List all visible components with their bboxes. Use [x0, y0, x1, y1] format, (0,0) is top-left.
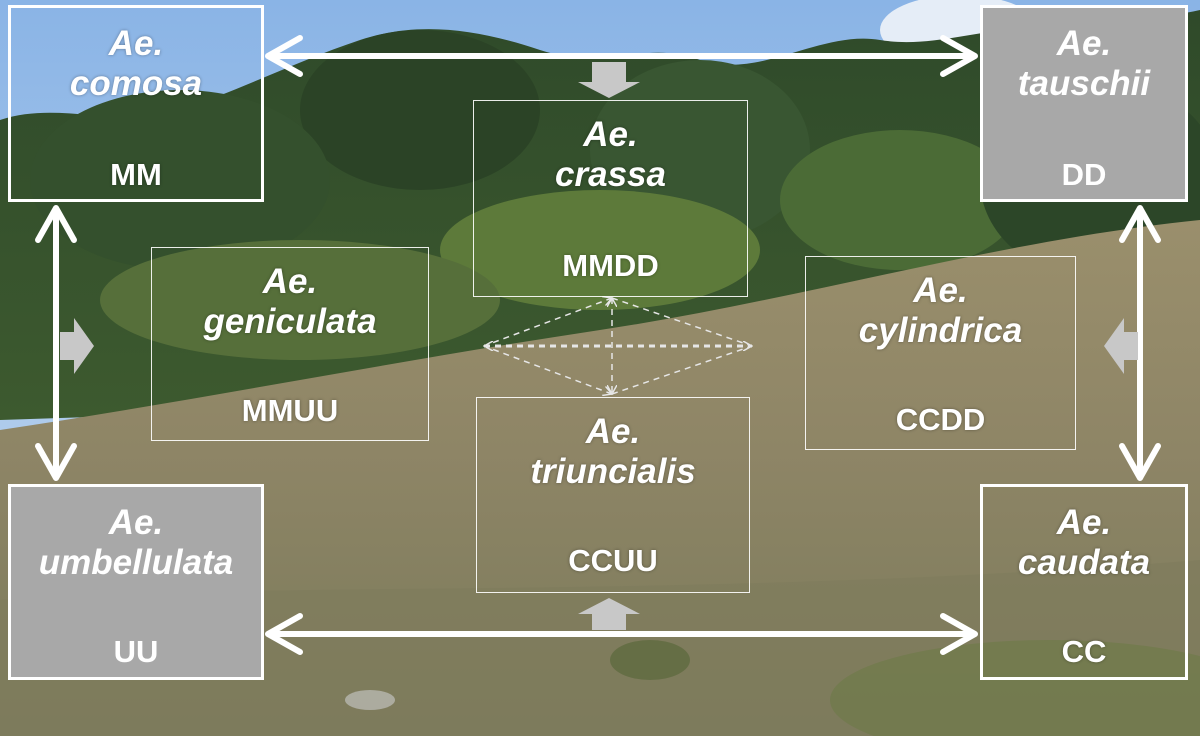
- species-box-umbellulata: Ae. umbellulata UU: [8, 484, 264, 680]
- species-genus: Ae.: [1056, 24, 1112, 63]
- genome-label: CCDD: [895, 402, 986, 437]
- species-genus: Ae.: [913, 271, 968, 310]
- block-arrow-right-to-geniculata: [60, 318, 94, 374]
- species-epithet: triuncialis: [530, 452, 696, 491]
- genome-label: UU: [113, 634, 159, 669]
- genome-label: MM: [110, 157, 162, 192]
- species-epithet: caudata: [1017, 543, 1151, 582]
- species-genus: Ae.: [262, 262, 318, 301]
- species-box-triuncialis: Ae. triuncialis CCUU: [476, 397, 750, 593]
- species-box-tauschii: Ae. tauschii DD: [980, 5, 1188, 202]
- block-arrow-down-to-crassa: [578, 62, 640, 98]
- species-epithet: cylindrica: [858, 311, 1023, 350]
- species-genus: Ae.: [583, 115, 638, 154]
- species-genus: Ae.: [108, 24, 164, 63]
- double-arrow-comosa-umbellulata: [35, 205, 77, 481]
- species-box-geniculata: Ae. geniculata MMUU: [151, 247, 429, 441]
- genome-label: MMDD: [562, 248, 659, 283]
- genome-label: MMUU: [241, 393, 339, 428]
- species-epithet: comosa: [69, 64, 203, 103]
- species-epithet: umbellulata: [38, 543, 234, 582]
- species-box-cylindrica: Ae. cylindrica CCDD: [805, 256, 1076, 450]
- species-box-caudata: Ae. caudata CC: [980, 484, 1188, 680]
- double-arrow-umbellulata-caudata: [265, 613, 978, 655]
- dashed-connectors: [484, 298, 752, 394]
- genome-label: DD: [1061, 157, 1107, 192]
- species-genus: Ae.: [1056, 503, 1112, 542]
- block-arrow-left-to-cylindrica: [1104, 318, 1138, 374]
- species-box-comosa: Ae. comosa MM: [8, 5, 264, 202]
- block-arrow-up-to-triuncialis: [578, 598, 640, 630]
- double-arrow-comosa-tauschii: [265, 35, 978, 77]
- species-epithet: crassa: [555, 155, 666, 194]
- genome-label: CCUU: [568, 543, 658, 578]
- species-box-crassa: Ae. crassa MMDD: [473, 100, 748, 297]
- species-genus: Ae.: [108, 503, 164, 542]
- species-epithet: geniculata: [203, 302, 377, 341]
- species-epithet: tauschii: [1017, 64, 1151, 103]
- species-genus: Ae.: [585, 412, 641, 451]
- genome-label: CC: [1061, 634, 1107, 669]
- double-arrow-tauschii-caudata: [1119, 205, 1161, 481]
